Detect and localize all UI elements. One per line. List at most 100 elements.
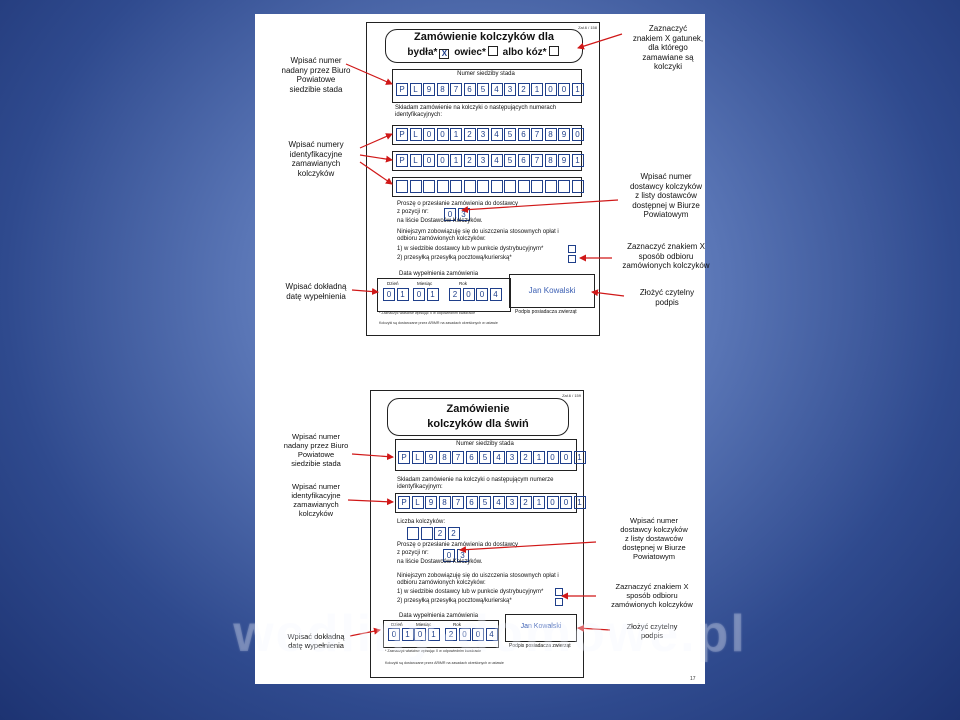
digit-cell[interactable]: 0 <box>544 83 557 96</box>
digit-cell[interactable]: 0 <box>388 628 400 641</box>
species-sheep-checkbox[interactable] <box>487 46 498 56</box>
digit-cell[interactable]: 3 <box>506 496 518 509</box>
digit-cell[interactable] <box>420 527 433 540</box>
digit-cell[interactable]: 9 <box>423 83 435 96</box>
digit-cell[interactable]: 7 <box>452 496 464 509</box>
digit-cell[interactable]: 4 <box>490 83 503 96</box>
digit-cell[interactable]: 0 <box>423 154 435 167</box>
digit-cell[interactable]: 5 <box>479 451 491 464</box>
digit-cell[interactable]: 4 <box>485 628 498 641</box>
digit-cell[interactable]: 7 <box>450 83 462 96</box>
digit-cell[interactable]: 3 <box>477 128 489 141</box>
digit-cell[interactable]: L <box>409 83 422 96</box>
digit-cell[interactable]: 1 <box>426 288 439 301</box>
digit-cell[interactable]: 9 <box>425 496 437 509</box>
digit-cell[interactable]: 3 <box>506 451 518 464</box>
digit-cell[interactable] <box>409 180 422 193</box>
digit-cell[interactable]: 0 <box>414 628 426 641</box>
digit-cell[interactable]: 4 <box>492 496 505 509</box>
digit-cell[interactable]: 8 <box>438 451 451 464</box>
digit-cell[interactable] <box>571 180 584 193</box>
digit-cell[interactable]: 9 <box>558 128 570 141</box>
digit-cell[interactable]: 1 <box>571 83 584 96</box>
digit-cell[interactable]: 0 <box>558 83 570 96</box>
digit-cell[interactable]: 2 <box>447 527 460 540</box>
digit-cell[interactable]: 0 <box>444 208 456 221</box>
digit-cell[interactable]: P <box>396 83 408 96</box>
digit-cell[interactable]: 1 <box>571 154 584 167</box>
digit-cell[interactable]: 9 <box>558 154 570 167</box>
digit-cell[interactable]: 0 <box>571 128 584 141</box>
digit-cell[interactable]: 4 <box>490 128 503 141</box>
digit-cell[interactable] <box>531 180 543 193</box>
digit-cell[interactable]: 0 <box>443 549 455 562</box>
digit-cell[interactable] <box>407 527 419 540</box>
pickup-option-2-checkbox[interactable] <box>555 598 563 606</box>
digit-cell[interactable]: L <box>411 451 424 464</box>
digit-cell[interactable]: P <box>398 496 410 509</box>
digit-cell[interactable]: 6 <box>463 83 476 96</box>
digit-cell[interactable]: 8 <box>544 128 557 141</box>
digit-cell[interactable]: 2 <box>463 128 476 141</box>
digit-cell[interactable]: 4 <box>489 288 502 301</box>
digit-cell[interactable]: 1 <box>573 496 586 509</box>
digit-cell[interactable]: 0 <box>546 496 559 509</box>
digit-cell[interactable]: 9 <box>425 451 437 464</box>
digit-cell[interactable]: 8 <box>436 83 449 96</box>
digit-cell[interactable]: 4 <box>492 451 505 464</box>
species-goat-checkbox[interactable] <box>548 46 559 56</box>
digit-cell[interactable]: 1 <box>450 154 462 167</box>
digit-cell[interactable]: L <box>409 154 422 167</box>
digit-cell[interactable]: 1 <box>450 128 462 141</box>
digit-cell[interactable]: 0 <box>413 288 425 301</box>
digit-cell[interactable]: 5 <box>504 128 516 141</box>
digit-cell[interactable]: 2 <box>445 628 457 641</box>
digit-cell[interactable]: 3 <box>504 83 516 96</box>
digit-cell[interactable]: 6 <box>517 128 530 141</box>
digit-cell[interactable]: L <box>409 128 422 141</box>
digit-cell[interactable]: 2 <box>463 154 476 167</box>
digit-cell[interactable]: 0 <box>458 628 471 641</box>
digit-cell[interactable]: 1 <box>531 83 543 96</box>
signature-box[interactable]: Jan Kowalski <box>505 614 577 642</box>
digit-cell[interactable]: 2 <box>517 83 530 96</box>
digit-cell[interactable]: 1 <box>533 451 545 464</box>
digit-cell[interactable]: 5 <box>479 496 491 509</box>
digit-cell[interactable]: 2 <box>519 451 532 464</box>
digit-cell[interactable]: 4 <box>490 154 503 167</box>
digit-cell[interactable]: P <box>398 451 410 464</box>
digit-cell[interactable] <box>504 180 516 193</box>
digit-cell[interactable]: 2 <box>449 288 461 301</box>
pickup-option-2-checkbox[interactable] <box>568 255 576 263</box>
digit-cell[interactable]: 0 <box>383 288 395 301</box>
digit-cell[interactable]: P <box>396 154 408 167</box>
digit-cell[interactable]: 7 <box>452 451 464 464</box>
digit-cell[interactable] <box>558 180 570 193</box>
digit-cell[interactable]: 8 <box>544 154 557 167</box>
digit-cell[interactable] <box>544 180 557 193</box>
digit-cell[interactable]: 0 <box>462 288 475 301</box>
digit-cell[interactable]: 1 <box>427 628 440 641</box>
digit-cell[interactable]: 6 <box>517 154 530 167</box>
digit-cell[interactable] <box>477 180 489 193</box>
digit-cell[interactable]: L <box>411 496 424 509</box>
digit-cell[interactable]: 0 <box>436 154 449 167</box>
digit-cell[interactable] <box>436 180 449 193</box>
pickup-option-1-checkbox[interactable] <box>555 588 563 596</box>
species-cattle-checkbox[interactable]: X <box>439 49 450 59</box>
digit-cell[interactable]: 7 <box>531 128 543 141</box>
digit-cell[interactable] <box>450 180 462 193</box>
digit-cell[interactable] <box>396 180 408 193</box>
digit-cell[interactable] <box>517 180 530 193</box>
digit-cell[interactable]: 5 <box>504 154 516 167</box>
digit-cell[interactable]: 2 <box>434 527 446 540</box>
